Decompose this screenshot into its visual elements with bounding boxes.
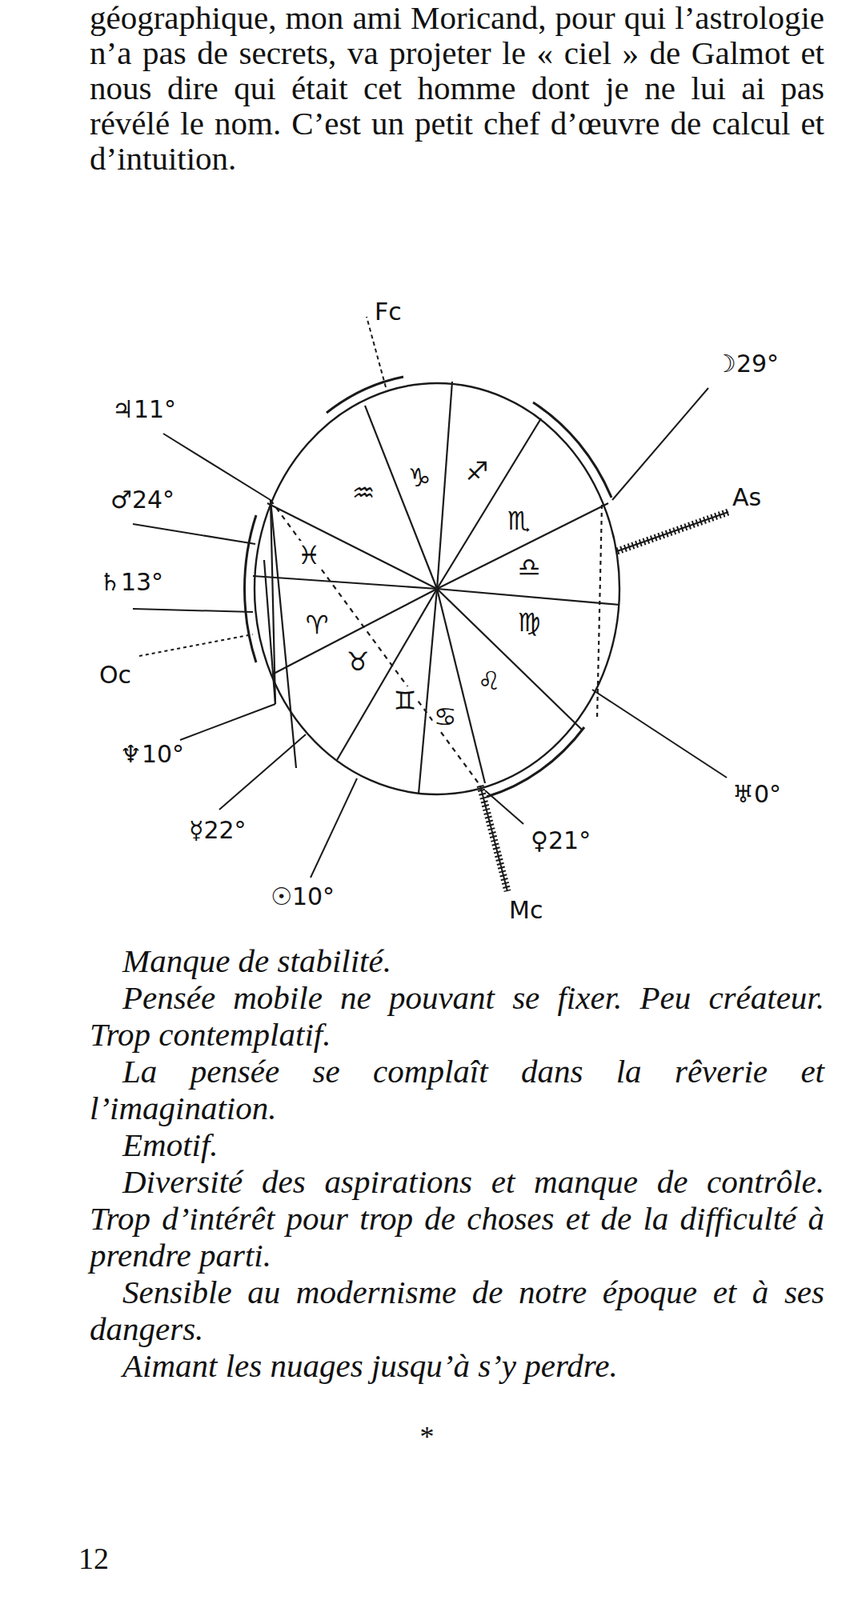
leader-lines <box>132 316 729 892</box>
leader-line <box>180 704 276 741</box>
planet-label: Oc <box>99 661 132 690</box>
zodiac-sign: ♈ <box>304 610 330 640</box>
planet-label: ♄13° <box>99 568 164 598</box>
planet-label: ☉10° <box>270 882 335 912</box>
planet-label: ♅0° <box>732 780 782 810</box>
house-lines <box>252 381 620 794</box>
diagonal-dashed <box>270 500 481 786</box>
house-line <box>437 381 453 590</box>
leader-line <box>485 790 524 825</box>
hatched-line <box>480 785 508 892</box>
house-line <box>252 576 438 590</box>
planet-label: As <box>732 483 762 513</box>
interpretation-line: Pensée mobile ne pouvant se fixer. Peu c… <box>89 979 825 1054</box>
house-line <box>437 589 620 606</box>
zodiac-sign: ♒ <box>351 478 377 508</box>
interpretation-line: Diversité des aspirations et manque de c… <box>89 1163 825 1275</box>
circle-outline <box>254 383 620 795</box>
section-mark: * <box>0 1421 854 1454</box>
leader-line <box>592 689 727 778</box>
paragraph: géographique, mon ami Moricand, pour qui… <box>89 0 825 177</box>
zodiac-sign: ♓ <box>296 541 322 570</box>
interpretation-line: Aimant les nuages jusqu’à s’y perdre. <box>89 1347 825 1385</box>
hatched-line <box>617 512 729 552</box>
planet-label: ♆10° <box>120 740 185 770</box>
zodiac-sign: ♍ <box>517 608 542 638</box>
leader-line <box>132 524 256 545</box>
leader-line <box>366 316 386 388</box>
interpretation-line: Emotif. <box>89 1126 825 1164</box>
planet-label: Fc <box>374 297 402 327</box>
leader-line <box>132 609 253 613</box>
leader-line <box>612 388 709 501</box>
body-text: géographique, mon ami Moricand, pour qui… <box>89 0 825 177</box>
inner-chord <box>270 500 297 769</box>
leader-line <box>310 778 357 879</box>
planet-label: Mc <box>509 896 543 926</box>
house-line <box>437 589 582 730</box>
circle-outline <box>252 381 622 797</box>
leader-line <box>219 734 306 810</box>
outer-arcs <box>244 376 612 798</box>
leader-line <box>480 785 508 892</box>
zodiac-sign: ♑ <box>407 463 433 493</box>
leader-line <box>139 634 253 657</box>
leader-line <box>617 512 729 552</box>
house-line <box>267 503 438 590</box>
house-line <box>418 589 438 794</box>
zodiac-sign: ♉ <box>345 647 371 677</box>
house-line <box>437 503 609 590</box>
chart-circle: ♑ ♐ ♏ ♎ ♍ ♌ ♋ ♊ ♉ ♈ ♓ ♒ <box>252 381 622 797</box>
planet-label: ♀21° <box>530 826 591 856</box>
interpretation-line: Sensible au modernisme de notre époque e… <box>89 1274 825 1348</box>
leader-line <box>163 433 271 501</box>
outer-arc <box>326 376 404 413</box>
page-number: 12 <box>78 1541 109 1577</box>
interpretation-line: La pensée se complaît dans la rêverie et… <box>89 1053 825 1127</box>
house-line <box>364 405 438 590</box>
zodiac-sign: ♎ <box>517 553 542 582</box>
zodiac-sign: ♋ <box>433 702 458 732</box>
planet-label: ♃11° <box>112 395 177 425</box>
zodiac-sign: ♐ <box>465 457 490 486</box>
zodiac-sign: ♊ <box>392 686 418 716</box>
interpretation-line: Manque de stabilité. <box>89 942 825 980</box>
planet-label: ☽29° <box>714 349 779 379</box>
zodiac-sign: ♏ <box>506 506 532 536</box>
interpretation-text: Manque de stabilité.Pensée mobile ne pou… <box>89 942 825 1385</box>
planet-label: ♂24° <box>110 485 175 515</box>
planet-label: ☿22° <box>188 816 247 846</box>
zodiac-sign: ♌ <box>477 666 502 696</box>
